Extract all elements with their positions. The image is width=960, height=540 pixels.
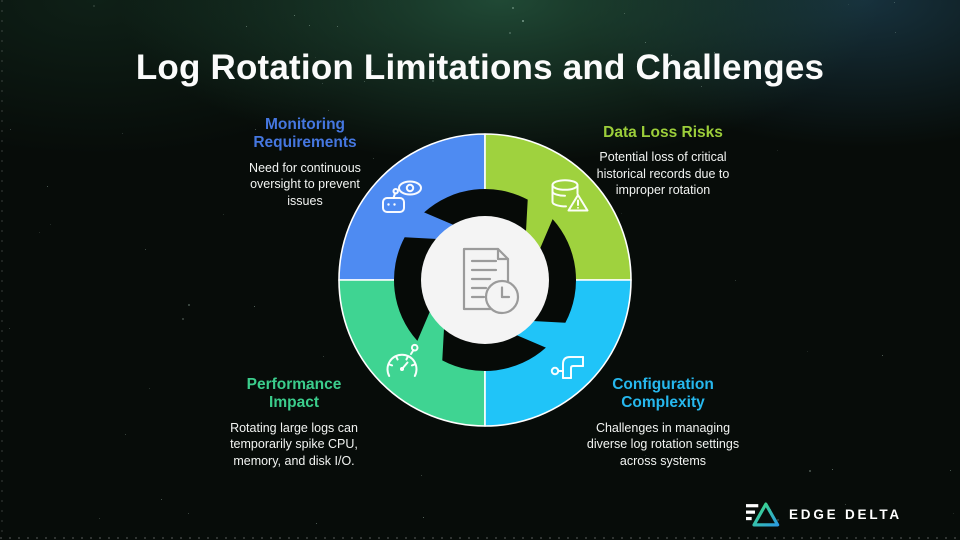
brand-name: EDGE DELTA <box>788 507 902 522</box>
gauge-icon <box>386 343 419 377</box>
pipeline-icon <box>550 356 584 379</box>
quadrant-text-performance: Performance Impact Rotating large logs c… <box>206 376 382 469</box>
quadrant-description: Need for continuous oversight to prevent… <box>249 160 361 208</box>
slide-title: Log Rotation Limitations and Challenges <box>135 48 825 87</box>
edge-delta-logo-icon <box>745 502 780 527</box>
ring-cutout-arc <box>442 325 546 372</box>
quadrant-description: Challenges in managing diverse log rotat… <box>586 420 740 468</box>
quadrant-description: Potential loss of critical historical re… <box>596 150 730 198</box>
quadrant-heading: Configuration Complexity <box>612 376 714 412</box>
ring-cutout-arc <box>393 237 440 341</box>
brand-logo: EDGE DELTA <box>745 501 902 528</box>
quadrant-text-configuration: Configuration Complexity Challenges in m… <box>570 376 756 469</box>
quadrant-heading: Monitoring Requirements <box>253 116 357 152</box>
ring-cutout-arc <box>424 188 528 235</box>
ring-cutout-arc <box>530 219 577 323</box>
robot-eye-monitoring-icon <box>382 180 422 213</box>
rotation-cycle-diagram <box>335 130 635 430</box>
log-document-clock-icon <box>462 247 520 315</box>
quadrant-heading: Performance Impact <box>246 376 342 412</box>
quadrant-description: Rotating large logs can temporarily spik… <box>230 420 358 468</box>
quadrant-heading: Data Loss Risks <box>603 124 723 141</box>
database-warning-icon <box>551 179 589 212</box>
quadrant-text-monitoring: Monitoring Requirements Need for continu… <box>220 116 390 209</box>
quadrant-text-data-loss: Data Loss Risks Potential loss of critic… <box>570 124 756 199</box>
